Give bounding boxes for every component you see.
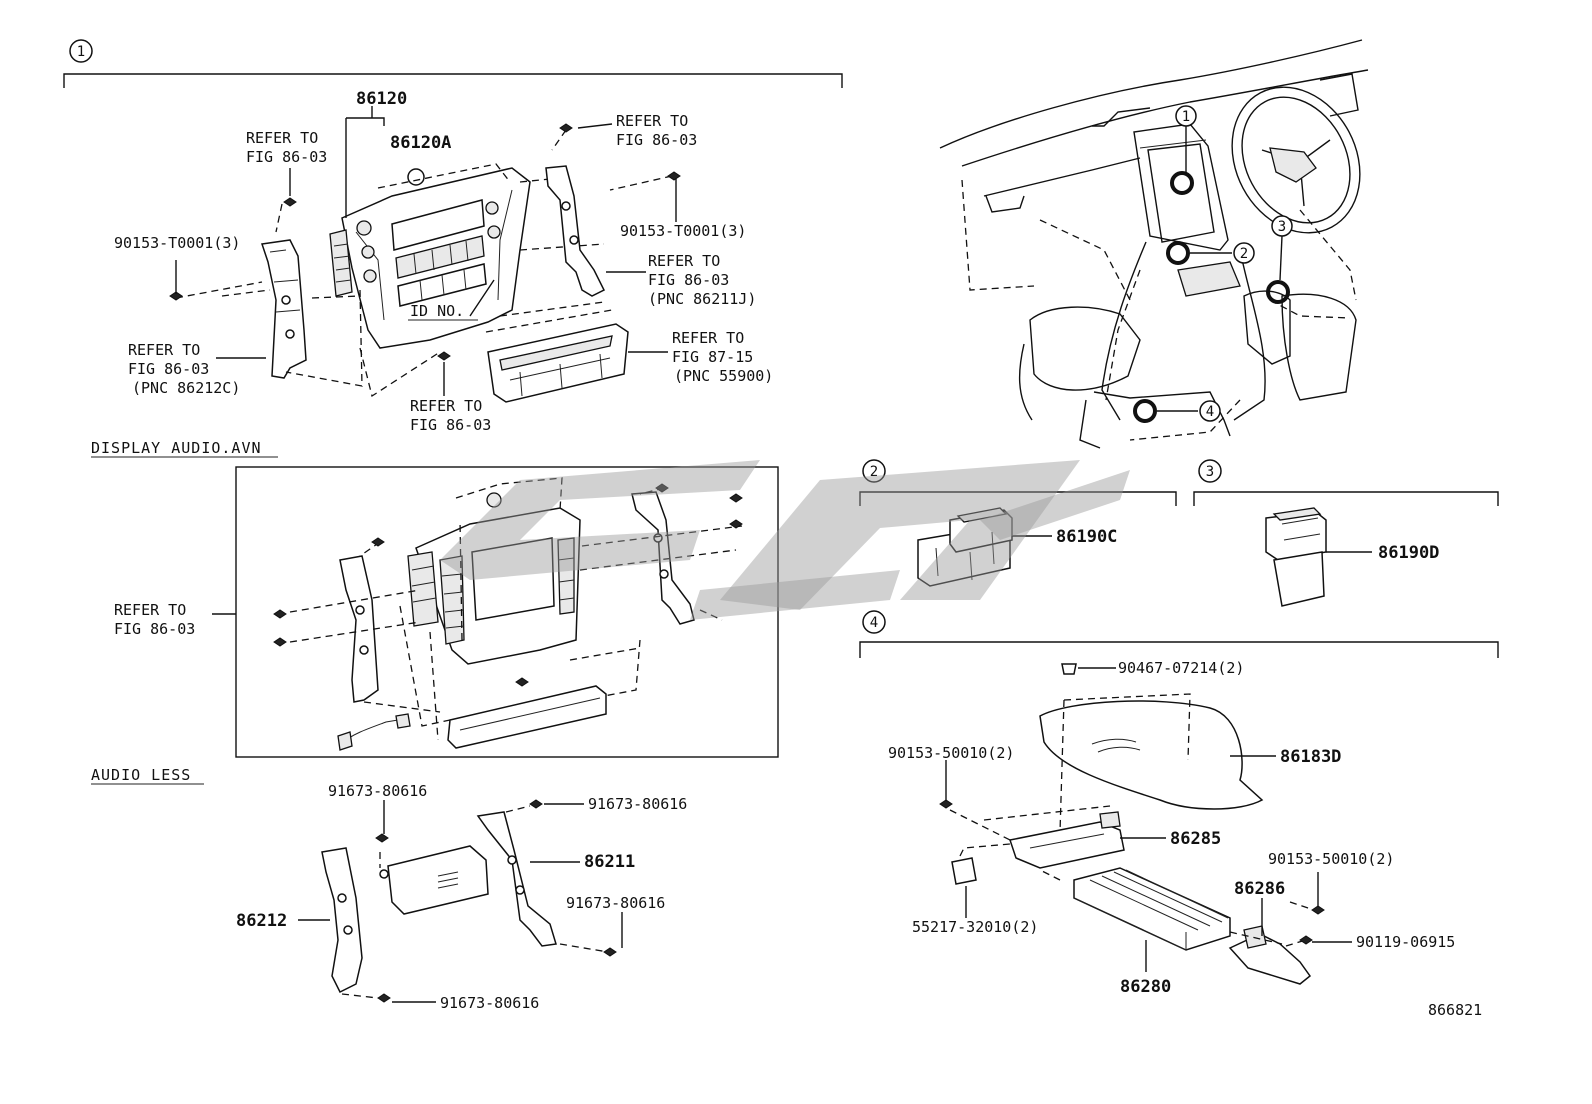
label-91673-right-top: 91673-80616 [588, 795, 687, 813]
vehicle-interior-view: 1 2 3 4 [939, 39, 1369, 449]
label-refer-to-5a: REFER TO [672, 329, 744, 347]
label-refer-to-5b: FIG 87-15 [672, 348, 753, 366]
section-1-header: 1 [63, 39, 843, 88]
caption-audio-less: AUDIO LESS [91, 766, 191, 784]
label-90153-50010-b: 90153-50010(2) [1268, 850, 1394, 868]
label-86212: 86212 [236, 911, 287, 931]
label-86280: 86280 [1120, 977, 1171, 997]
label-refer-to-3a: REFER TO [648, 252, 720, 270]
label-refer-to-5c: (PNC 55900) [674, 367, 773, 385]
section-4-index: 4 [870, 615, 878, 631]
label-91673-right-mid: 91673-80616 [566, 894, 665, 912]
callout-2: 2 [1240, 246, 1248, 262]
callout-4: 4 [1206, 404, 1214, 420]
label-refer-to-3b: FIG 86-03 [648, 271, 729, 289]
label-id-no: ID NO. [410, 302, 464, 320]
label-90153-50010-a: 90153-50010(2) [888, 744, 1014, 762]
label-86285: 86285 [1170, 829, 1221, 849]
label-86120A: 86120A [390, 133, 451, 153]
label-86190D: 86190D [1378, 543, 1439, 563]
label-refer-to-6a: REFER TO [410, 397, 482, 415]
label-refer-to-1b: FIG 86-03 [246, 148, 327, 166]
label-86211: 86211 [584, 852, 635, 872]
watermark-logo [440, 460, 1130, 620]
callout-3: 3 [1278, 219, 1286, 235]
audio-panel-assembly [169, 106, 681, 403]
display-audio-section: DISPLAY AUDIO.AVN [91, 439, 779, 758]
label-refer-to-7b: FIG 86-03 [114, 620, 195, 638]
label-86120: 86120 [356, 89, 407, 109]
section-4: 4 [859, 610, 1499, 985]
audio-less-section: AUDIO LESS [91, 766, 623, 1003]
label-bolt-right: 90153-T0001(3) [620, 222, 746, 240]
label-refer-to-3c: (PNC 86211J) [648, 290, 756, 308]
label-86286: 86286 [1234, 879, 1285, 899]
label-refer-to-1a: REFER TO [246, 129, 318, 147]
label-91673-bottom: 91673-80616 [440, 994, 539, 1012]
label-bolt-left: 90153-T0001(3) [114, 234, 240, 252]
caption-display-audio: DISPLAY AUDIO.AVN [91, 439, 262, 457]
callout-1: 1 [1182, 109, 1190, 125]
label-90467-07214: 90467-07214(2) [1118, 659, 1244, 677]
label-90119-06915: 90119-06915 [1356, 933, 1455, 951]
audio-less-labels: 91673-80616 91673-80616 86211 91673-8061… [236, 782, 687, 1012]
label-refer-to-4c: (PNC 86212C) [132, 379, 240, 397]
display-audio-labels: REFER TO FIG 86-03 [114, 601, 195, 638]
label-refer-to-2a: REFER TO [616, 112, 688, 130]
figure-code: 866821 [1428, 1001, 1482, 1019]
section-1-index: 1 [77, 44, 85, 60]
section-3-index: 3 [1206, 464, 1214, 480]
section-1-labels: 86120 86120A REFER TO FIG 86-03 REFER TO… [114, 89, 773, 434]
label-refer-to-4a: REFER TO [128, 341, 200, 359]
label-refer-to-6b: FIG 86-03 [410, 416, 491, 434]
section-4-labels: 90467-07214(2) 90153-50010(2) 86183D 862… [888, 659, 1482, 1019]
label-55217-32010: 55217-32010(2) [912, 918, 1038, 936]
label-refer-to-7a: REFER TO [114, 601, 186, 619]
section-3: 3 86190D [1193, 459, 1499, 607]
section-2-index: 2 [870, 464, 878, 480]
label-refer-to-2b: FIG 86-03 [616, 131, 697, 149]
section-2: 2 86190C [859, 459, 1177, 587]
label-86190C: 86190C [1056, 527, 1117, 547]
label-refer-to-4b: FIG 86-03 [128, 360, 209, 378]
label-91673-top: 91673-80616 [328, 782, 427, 800]
label-86183D: 86183D [1280, 747, 1341, 767]
